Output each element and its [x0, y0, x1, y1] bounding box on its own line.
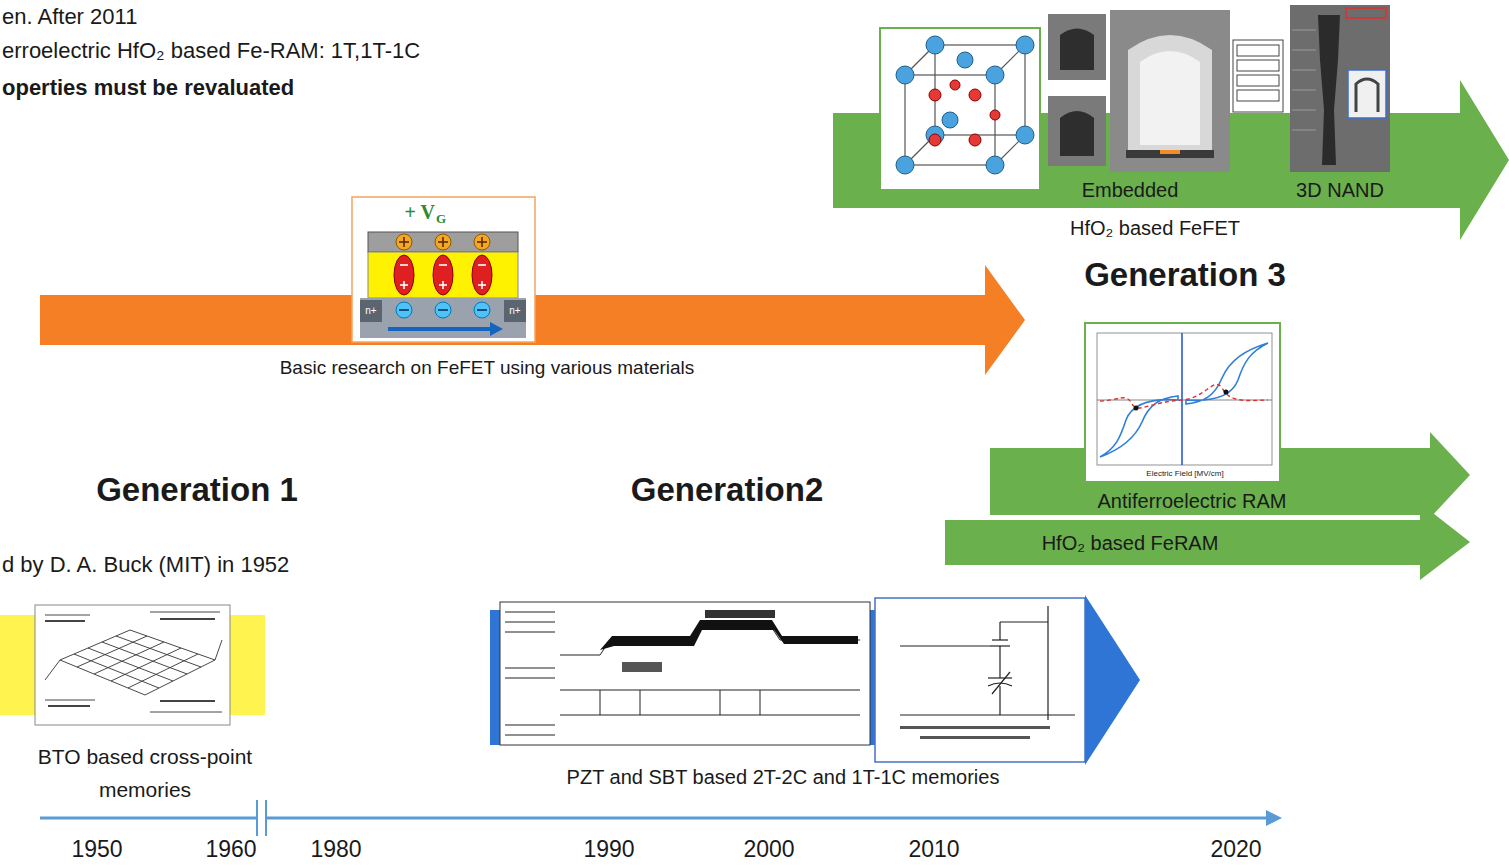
text-label: Electric Field [MV/cm]	[1146, 469, 1223, 478]
node-text: Basic research on FeFET using various ma…	[280, 357, 695, 379]
node-text: BTO based cross-point memories	[25, 740, 265, 806]
timeline-arrow: HfO₂ based FeRAM	[945, 503, 1470, 581]
pzt-cross-section	[500, 602, 870, 745]
text-label: n+	[509, 305, 520, 317]
year-tick: 1960	[205, 836, 256, 862]
node-text: Antiferroelectric RAM	[1098, 490, 1287, 513]
year-tick: 1950	[71, 836, 122, 862]
3d-nand-image	[1290, 5, 1390, 172]
text-label: operties must be revaluated	[2, 75, 294, 100]
text-label: G	[436, 212, 446, 227]
cross-point-array	[35, 605, 230, 725]
node-text: Embedded	[1082, 179, 1179, 202]
arrow-body	[490, 595, 1140, 765]
year-tick: 2020	[1210, 836, 1261, 862]
arrow-body	[945, 503, 1470, 580]
text-label: + V	[405, 201, 435, 224]
cell-circuit	[875, 598, 1085, 762]
year-tick: 2010	[908, 836, 959, 862]
node-text: HfO₂ based FeFET	[1070, 217, 1240, 240]
hysteresis-plot	[1085, 323, 1280, 482]
year-tick: 2000	[743, 836, 794, 862]
year-tick: 1990	[583, 836, 634, 862]
sem-images	[1048, 10, 1283, 172]
text-label: n+	[365, 305, 376, 317]
text-label: en. After 2011	[2, 4, 137, 29]
fefet-schematic	[352, 197, 535, 342]
node-text: PZT and SBT based 2T-2C and 1T-1C memori…	[567, 766, 1000, 789]
text-label: Generation 3	[1084, 256, 1286, 294]
text-label: Generation 1	[96, 471, 298, 509]
crystal-structure	[880, 28, 1040, 190]
text-label: Generation2	[631, 471, 824, 509]
node-text: 3D NAND	[1296, 179, 1384, 202]
text-label: erroelectric HfO₂ based Fe-RAM: 1T,1T-1C	[2, 38, 420, 63]
text-label: d by D. A. Buck (MIT) in 1952	[2, 552, 289, 577]
node-text: HfO₂ based FeRAM	[1042, 532, 1219, 555]
timeline-axis	[40, 800, 1282, 836]
year-tick: 1980	[310, 836, 361, 862]
